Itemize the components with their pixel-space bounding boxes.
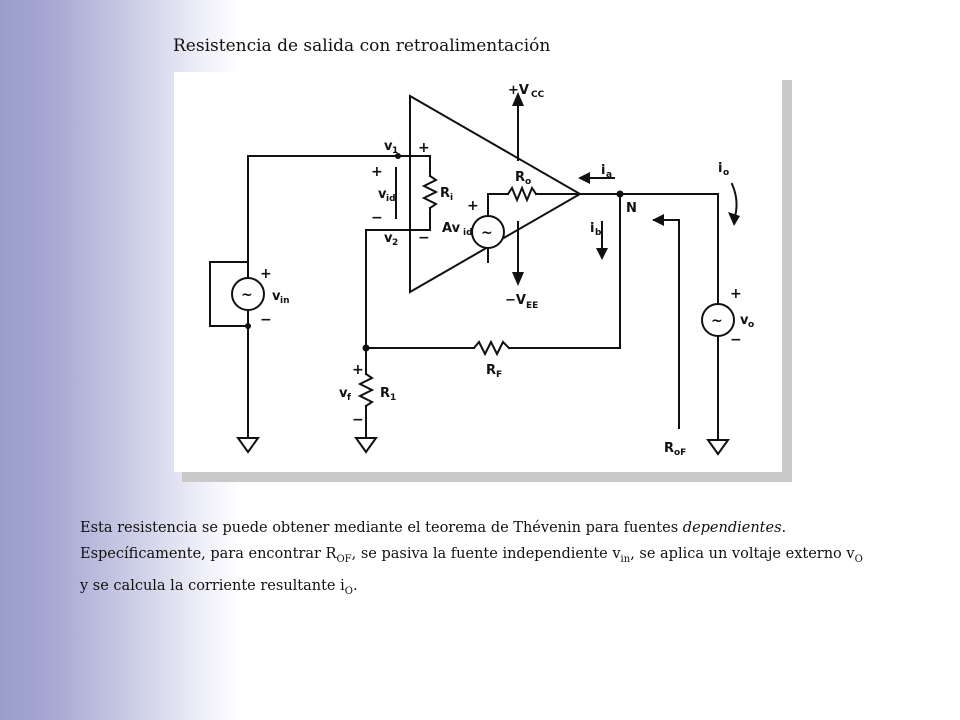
vf-label: v bbox=[339, 386, 348, 401]
vo-label: v bbox=[740, 313, 749, 328]
circuit-figure: ~ ~ ~ +V CC −V EE v 1 v 2 + − + − v id R… bbox=[174, 72, 782, 472]
vin-source bbox=[231, 277, 265, 311]
vid-label: v bbox=[378, 187, 387, 202]
rf-sub: F bbox=[496, 370, 502, 380]
ri-sub: i bbox=[450, 193, 453, 203]
vcc-label: +V bbox=[508, 83, 529, 98]
vin-sub: in bbox=[280, 296, 290, 306]
rof-arrowhead bbox=[652, 214, 664, 226]
vo-sub: o bbox=[748, 320, 754, 330]
ia-sub: a bbox=[606, 170, 612, 180]
vin-label: v bbox=[272, 289, 281, 304]
v1-sub: 1 bbox=[392, 146, 398, 156]
vo-plus: + bbox=[730, 286, 742, 302]
paragraph-text-6: . bbox=[352, 577, 358, 594]
vin-tilde: ~ bbox=[241, 287, 253, 303]
paragraph-text-5: y se calcula la corriente resultante i bbox=[80, 577, 345, 594]
ib-sub: b bbox=[595, 228, 602, 238]
avid-tilde: ~ bbox=[481, 225, 493, 241]
ro-resistor bbox=[506, 185, 538, 203]
vcc-arrowhead bbox=[512, 92, 524, 106]
vee-label: −V bbox=[505, 293, 526, 308]
paragraph-sub-of: OF bbox=[336, 553, 352, 565]
vf-minus: − bbox=[352, 412, 364, 428]
explanation-paragraph: Esta resistencia se puede obtener median… bbox=[80, 515, 870, 605]
paragraph-text-1: Esta resistencia se puede obtener median… bbox=[80, 520, 683, 536]
paragraph-sub-io: O bbox=[344, 585, 353, 597]
vo-minus: − bbox=[730, 332, 742, 348]
vin-plus: + bbox=[260, 266, 272, 282]
avid-label: Av bbox=[442, 221, 461, 236]
v2-label: v bbox=[384, 231, 393, 246]
ri-plus: + bbox=[418, 140, 430, 156]
io-label: i bbox=[718, 161, 722, 176]
ri-resistor bbox=[421, 174, 439, 210]
io-arrowhead bbox=[728, 212, 740, 226]
r1-ground-icon bbox=[354, 437, 378, 454]
v2-sub: 2 bbox=[392, 238, 398, 248]
vin-minus: − bbox=[260, 312, 272, 328]
ib-arrowhead bbox=[596, 248, 608, 260]
vo-ground-icon bbox=[706, 439, 730, 456]
node-n-label: N bbox=[626, 201, 637, 216]
rf-feedback-wire bbox=[508, 193, 621, 349]
paragraph-sub-in: in bbox=[620, 553, 631, 565]
r1-label: R bbox=[380, 386, 390, 401]
ri-minus: − bbox=[418, 230, 430, 246]
ri-label: R bbox=[440, 186, 450, 201]
avid-sub: id bbox=[463, 228, 473, 238]
vid-minus: − bbox=[371, 210, 383, 226]
r1-resistor bbox=[357, 372, 375, 408]
vee-arrowhead bbox=[512, 272, 524, 286]
avid-source bbox=[471, 215, 505, 249]
paragraph-emphasis: dependientes bbox=[682, 520, 782, 536]
circuit-diagram: ~ ~ ~ +V CC −V EE v 1 v 2 + − + − v id R… bbox=[209, 83, 754, 458]
v1-label: v bbox=[384, 139, 393, 154]
avid-plus: + bbox=[467, 198, 479, 214]
ro-label: R bbox=[515, 170, 525, 185]
ia-label: i bbox=[601, 163, 605, 178]
vid-plus: + bbox=[371, 164, 383, 180]
slide-title: Resistencia de salida con retroalimentac… bbox=[173, 36, 551, 56]
vf-sub: f bbox=[347, 393, 351, 403]
rof-arrow-line bbox=[653, 219, 680, 429]
rf-r1-junction-dot bbox=[362, 344, 370, 352]
rf-label: R bbox=[486, 363, 496, 378]
paragraph-text-3: , se pasiva la fuente independiente v bbox=[351, 546, 621, 562]
vcc-sub: CC bbox=[531, 90, 545, 100]
io-sub: o bbox=[723, 168, 729, 178]
vid-sub: id bbox=[386, 194, 396, 204]
vin-frame bbox=[209, 261, 249, 327]
paragraph-text-2: . Específicamente, para encontrar R bbox=[80, 520, 787, 562]
rof-label: R bbox=[664, 441, 674, 456]
node-n-dot bbox=[616, 190, 624, 198]
paragraph-sub-vo: O bbox=[854, 553, 863, 565]
ro-sub: o bbox=[525, 177, 531, 187]
r1-sub: 1 bbox=[390, 393, 396, 403]
v2-wire bbox=[365, 229, 411, 349]
ib-label: i bbox=[590, 221, 594, 236]
vin-ground-icon bbox=[236, 437, 260, 454]
vo-source bbox=[701, 303, 735, 337]
rof-sub: oF bbox=[674, 448, 686, 458]
vee-sub: EE bbox=[526, 301, 538, 311]
ia-arrowhead bbox=[578, 172, 590, 184]
vo-tilde: ~ bbox=[711, 313, 723, 329]
vf-plus: + bbox=[352, 362, 364, 378]
paragraph-text-4: , se aplica un voltaje externo v bbox=[630, 546, 855, 562]
rf-resistor bbox=[472, 339, 511, 357]
